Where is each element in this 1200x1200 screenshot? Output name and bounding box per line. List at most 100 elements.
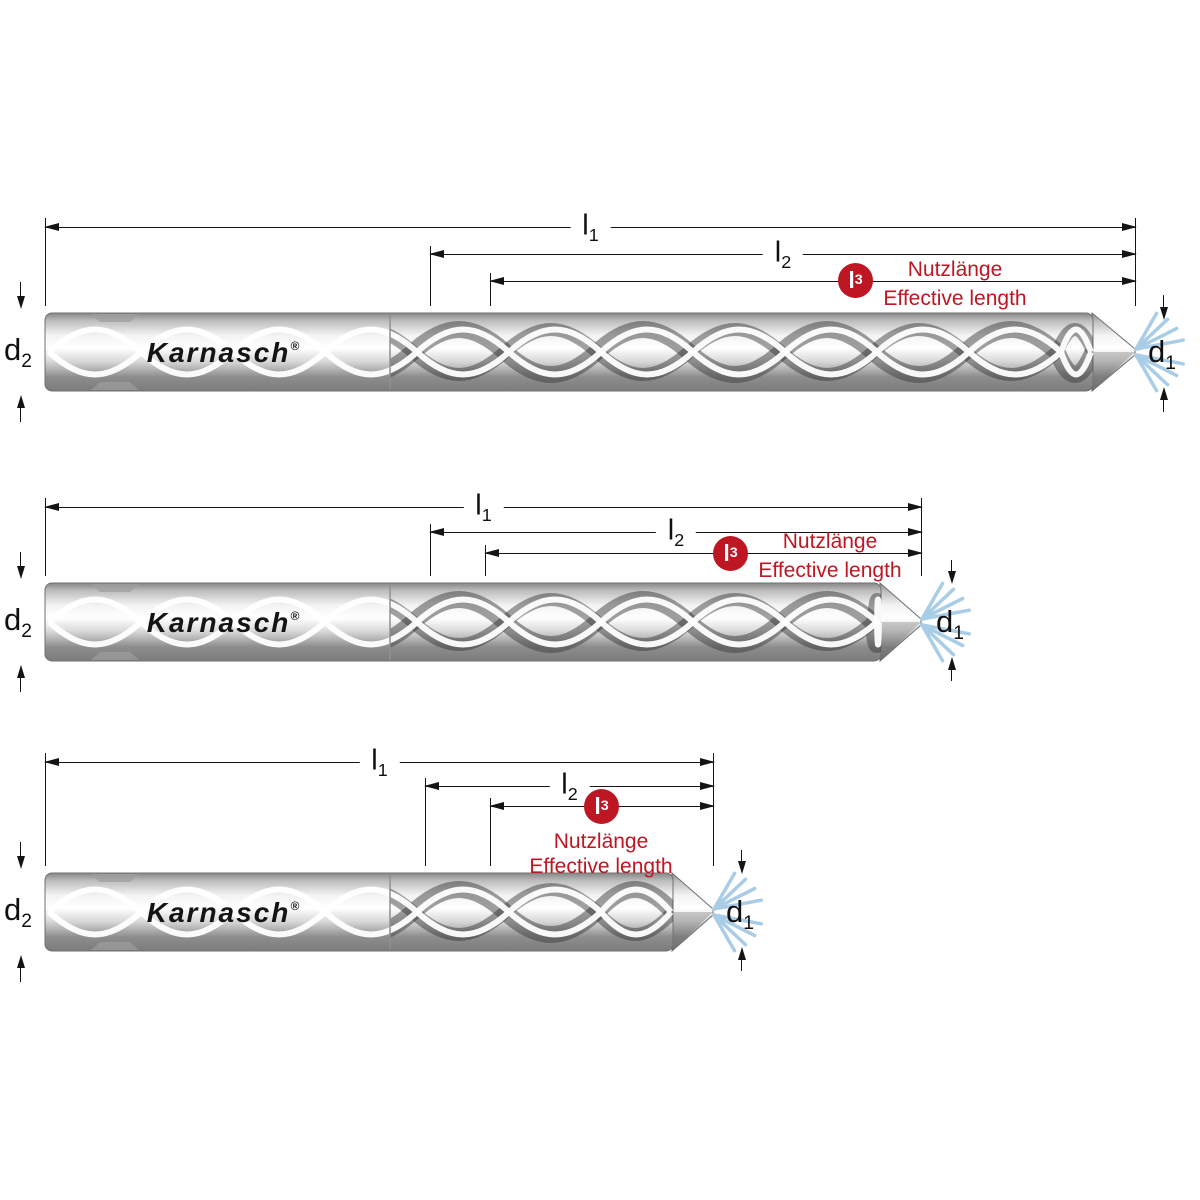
arrowhead-right-icon	[700, 781, 715, 790]
arrowhead-left-icon	[424, 781, 439, 790]
shank-notch	[91, 652, 139, 660]
dim-line-l1: l1	[44, 746, 715, 779]
extension-line	[45, 753, 46, 866]
extension-line	[485, 545, 486, 576]
drill-flutes	[390, 591, 881, 653]
arrowhead-right-icon	[908, 548, 923, 557]
arrowhead-left-icon	[44, 502, 59, 511]
dim-label-l1: l1	[463, 491, 504, 524]
effective-length-label-en: Effective length	[883, 287, 1027, 310]
drill-bit-illustration-long: Karnasch®	[44, 311, 1185, 393]
dim-line-l2: l2	[429, 238, 1137, 271]
drill-tip	[671, 871, 714, 953]
drill-tip	[879, 581, 922, 663]
dim-label-l1: l1	[570, 211, 611, 244]
dim-label-d1: d1	[936, 604, 964, 645]
dim-line-l3	[489, 276, 1137, 285]
dim-label-d1: d1	[726, 894, 754, 935]
extension-line	[430, 524, 431, 576]
helix-line	[46, 326, 1094, 378]
extension-line	[921, 498, 922, 576]
d2-arrow-top	[17, 552, 25, 579]
dim-label-l2: l2	[549, 770, 590, 803]
dim-line-l1: l1	[44, 211, 1137, 244]
d2-arrow-top	[17, 282, 25, 309]
extension-line	[45, 498, 46, 576]
dim-label-l1: l1	[359, 746, 400, 779]
drill-bit-illustration-short: Karnasch®	[44, 871, 763, 953]
drill-bit-illustration-medium: Karnasch®	[44, 581, 971, 663]
dim-label-l2: l2	[655, 516, 697, 549]
effective-length-label-de: Nutzlänge	[907, 258, 1003, 281]
d1-arrow-top	[948, 560, 956, 584]
helix-line	[46, 326, 1094, 378]
d1-arrow-bottom	[1160, 387, 1168, 412]
dim-line-l3	[484, 548, 923, 557]
drill-tip	[1091, 311, 1136, 393]
arrowhead-right-icon	[1122, 276, 1137, 285]
drill-body	[44, 872, 674, 952]
dim-label-d2: d2	[4, 892, 32, 933]
arrowhead-right-icon	[1122, 249, 1137, 258]
d2-arrow-bottom	[17, 395, 25, 422]
extension-line	[45, 218, 46, 306]
shank-notch	[91, 874, 139, 882]
d1-arrow-bottom	[738, 947, 746, 971]
shank-notch	[91, 314, 139, 322]
extension-line	[430, 246, 431, 306]
coolant-spray-icon	[920, 581, 971, 663]
effective-length-label-de: Nutzlänge	[553, 830, 649, 853]
helix-line	[46, 596, 882, 648]
arrowhead-left-icon	[489, 801, 504, 810]
helix-line	[46, 886, 674, 938]
effective-length-label-de: Nutzlänge	[782, 530, 878, 553]
extension-line	[713, 753, 714, 866]
arrowhead-left-icon	[429, 527, 444, 536]
coolant-spray-icon	[1134, 311, 1185, 393]
dim-line-l2: l2	[429, 516, 923, 549]
helix-line	[46, 596, 882, 648]
karnasch-logo: Karnasch®	[147, 897, 301, 928]
extension-line	[490, 798, 491, 866]
d2-arrow-top	[17, 842, 25, 869]
effective-length-label-en: Effective length	[758, 559, 902, 582]
drill-flutes	[390, 321, 1093, 383]
d1-arrow-bottom	[948, 657, 956, 681]
d1-arrow-top	[738, 850, 746, 874]
karnasch-logo: Karnasch®	[147, 607, 301, 638]
drill-body	[44, 582, 882, 662]
dim-line-l2: l2	[424, 770, 715, 803]
helix-line	[46, 886, 674, 938]
drill-flutes	[390, 881, 673, 943]
arrowhead-right-icon	[700, 801, 715, 810]
shank-notch	[91, 942, 139, 950]
d2-arrow-bottom	[17, 665, 25, 692]
dim-line-l1: l1	[44, 491, 923, 524]
arrowhead-left-icon	[44, 222, 59, 231]
extension-line	[490, 273, 491, 306]
dim-label-d2: d2	[4, 332, 32, 373]
arrowhead-right-icon	[908, 527, 923, 536]
extension-line	[1135, 218, 1136, 306]
dim-label-l2: l2	[762, 238, 804, 271]
extension-line	[425, 778, 426, 866]
arrowhead-left-icon	[489, 276, 504, 285]
dim-label-d1: d1	[1148, 334, 1176, 375]
effective-length-label-en: Effective length	[529, 855, 673, 878]
d1-arrow-top	[1160, 295, 1168, 320]
drill-body	[44, 312, 1094, 392]
arrowhead-left-icon	[44, 757, 59, 766]
shank-notch	[91, 382, 139, 390]
coolant-spray-icon	[712, 871, 763, 953]
arrowhead-left-icon	[484, 548, 499, 557]
arrowhead-left-icon	[429, 249, 444, 258]
arrowhead-right-icon	[908, 502, 923, 511]
dim-label-d2: d2	[4, 602, 32, 643]
